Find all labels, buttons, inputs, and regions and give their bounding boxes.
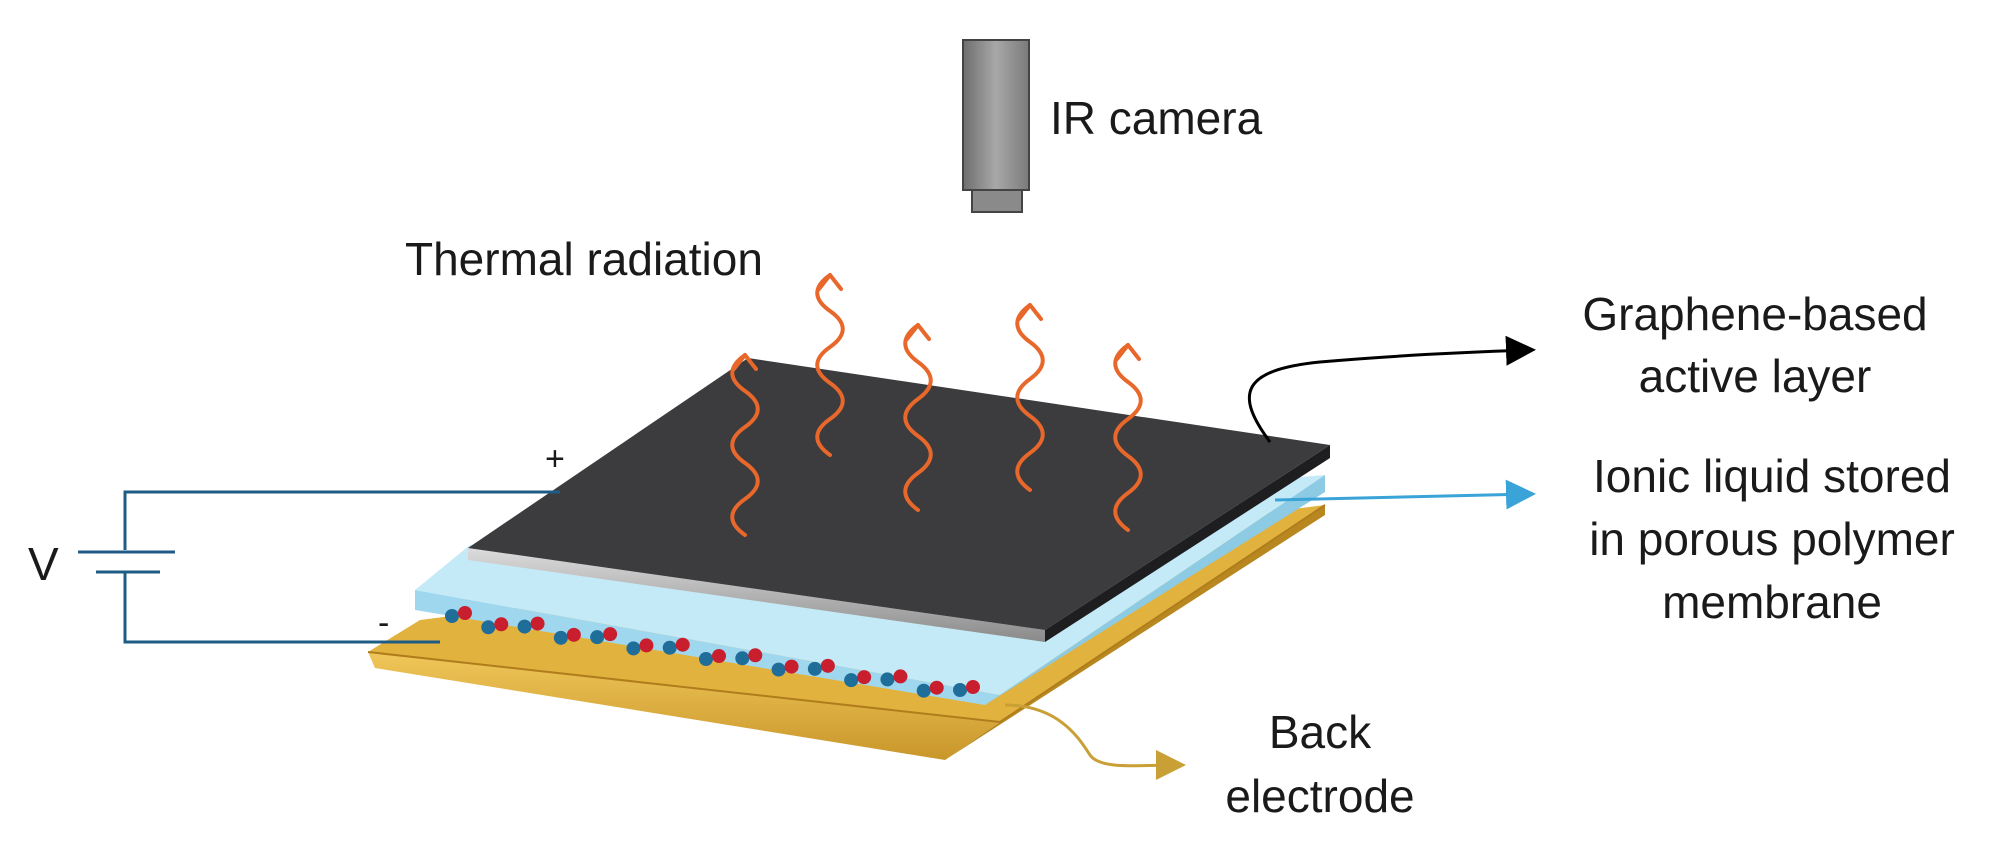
cation-dot <box>626 641 641 656</box>
voltage-circuit <box>78 490 560 644</box>
ionic-label-line3: membrane <box>1662 576 1882 628</box>
anion-dot <box>566 627 581 642</box>
radiation-arrowhead-2 <box>817 273 843 291</box>
radiation-arrowhead-4 <box>1017 303 1043 321</box>
anion-dot <box>857 670 872 685</box>
radiation-arrowhead-1 <box>732 353 758 371</box>
cation-dot <box>807 661 822 676</box>
voltage-label: V <box>28 538 59 590</box>
radiation-wave-5 <box>1113 343 1143 532</box>
anion-dot <box>639 638 654 653</box>
cation-dot <box>517 619 532 634</box>
radiation-arrowhead-3 <box>905 323 931 341</box>
radiation-wave-1 <box>730 353 760 537</box>
back-electrode-pointer-arrow <box>1004 703 1186 781</box>
anion-dot <box>820 658 835 673</box>
back-electrode-label-line2: electrode <box>1225 770 1414 822</box>
anion-dot <box>530 616 545 631</box>
cation-dot <box>880 672 895 687</box>
negative-wire <box>123 573 440 644</box>
radiation-wave-4 <box>1015 303 1045 492</box>
cation-dot <box>916 683 931 698</box>
cation-dot <box>953 683 967 697</box>
anion-dot <box>893 669 908 684</box>
ir-camera-label: IR camera <box>1050 92 1263 144</box>
thermal-radiation-waves <box>730 273 1143 537</box>
anion-dot <box>966 680 980 694</box>
anion-dot <box>458 606 472 620</box>
cation-dot <box>735 651 750 666</box>
graphene-label-line1: Graphene-based <box>1582 288 1927 340</box>
cation-dot <box>445 609 459 623</box>
graphene-pointer-arrow <box>1247 335 1536 443</box>
plus-terminal-label: + <box>545 440 565 478</box>
thermal-radiation-label: Thermal radiation <box>405 233 763 285</box>
anion-dot <box>748 648 763 663</box>
positive-wire <box>123 490 560 550</box>
minus-terminal-label: - <box>378 604 389 642</box>
radiation-wave-2 <box>815 273 845 457</box>
graphene-label-line2: active layer <box>1639 350 1872 402</box>
cation-dot <box>699 652 713 666</box>
ir-camera-icon <box>962 39 1030 213</box>
cation-dot <box>481 620 496 635</box>
cation-dot <box>553 630 568 645</box>
anion-dot <box>494 617 509 632</box>
ionic-label-line2: in porous polymer <box>1589 513 1955 565</box>
anion-dot <box>603 627 618 642</box>
cation-dot <box>844 673 859 688</box>
anion-dot <box>929 680 944 695</box>
anion-dot <box>712 649 726 663</box>
back-electrode-label-line1: Back <box>1269 706 1372 758</box>
cation-dot <box>662 640 677 655</box>
ionic-label-line1: Ionic liquid stored <box>1593 450 1951 502</box>
radiation-arrowhead-5 <box>1115 343 1141 361</box>
anion-dot <box>675 637 690 652</box>
ionic-pointer-arrow <box>1274 479 1536 510</box>
radiation-wave-3 <box>903 323 933 512</box>
graphene-active-layer <box>468 358 1330 642</box>
cation-dot <box>771 662 786 677</box>
anion-dot <box>784 659 799 674</box>
ion-group <box>445 606 980 698</box>
cation-dot <box>590 630 605 645</box>
